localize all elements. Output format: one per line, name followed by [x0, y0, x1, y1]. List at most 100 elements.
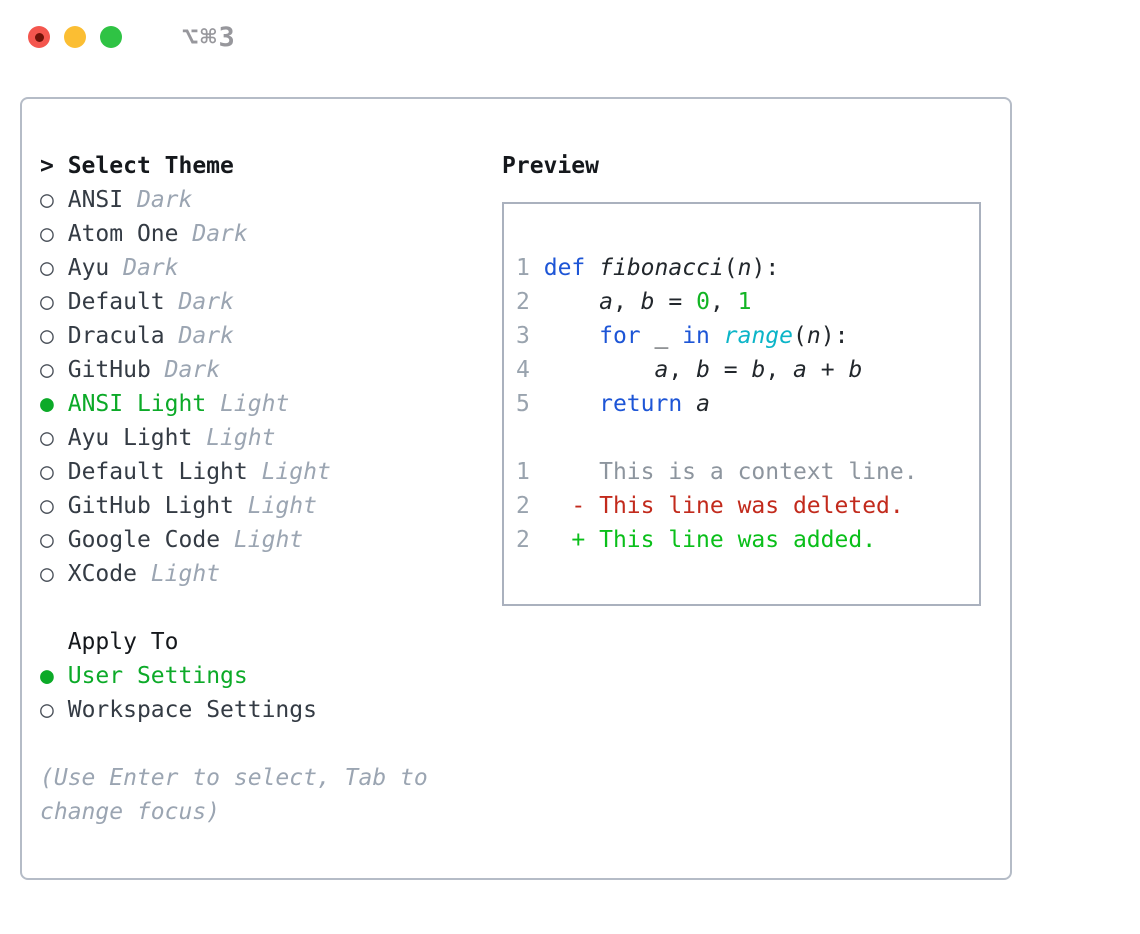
code-token: n: [806, 323, 821, 349]
code-line-1: 1 def fibonacci(n):: [516, 251, 979, 285]
preview-header: Preview: [502, 153, 599, 179]
code-token: return: [599, 391, 683, 417]
theme-name: ANSI: [67, 187, 124, 213]
theme-name: Ayu: [67, 255, 110, 281]
radio-icon: ○: [40, 323, 54, 349]
theme-option-google-code[interactable]: ○ Google Code Light: [40, 523, 482, 557]
radio-selected-icon: ●: [40, 391, 54, 417]
radio-icon: ○: [40, 187, 54, 213]
radio-icon: ○: [40, 425, 54, 451]
theme-variant-badge: Light: [206, 425, 276, 451]
code-token: [544, 391, 599, 417]
theme-name: Dracula: [67, 323, 165, 349]
minimize-button[interactable]: [64, 26, 86, 48]
code-token: fibonacci: [599, 255, 724, 281]
apply-option-workspace-settings[interactable]: ○ Workspace Settings: [40, 693, 482, 727]
radio-icon: ○: [40, 289, 54, 315]
code-token: range: [723, 323, 794, 349]
code-line-3: 3 for _ in range(n):: [516, 319, 979, 353]
code-token: [544, 323, 599, 349]
theme-option-github-light[interactable]: ○ GitHub Light Light: [40, 489, 482, 523]
radio-icon: ○: [40, 255, 54, 281]
code-token: (: [723, 255, 738, 281]
theme-list: ○ ANSI Dark○ Atom One Dark○ Ayu Dark○ De…: [40, 183, 482, 591]
code-token: 1: [737, 289, 752, 315]
select-theme-title: Select Theme: [67, 153, 234, 179]
code-token: ,: [612, 289, 641, 315]
radio-icon: ○: [40, 527, 54, 553]
line-number: 2: [516, 527, 530, 553]
theme-name: GitHub: [67, 357, 151, 383]
code-token: b: [848, 357, 863, 383]
code-token: =: [709, 357, 752, 383]
theme-option-atom-one[interactable]: ○ Atom One Dark: [40, 217, 482, 251]
code-token: ):: [751, 255, 780, 281]
line-number: 2: [516, 493, 530, 519]
line-number: 4: [516, 357, 530, 383]
close-dot-icon: [34, 32, 44, 42]
select-theme-header: > Select Theme: [40, 149, 482, 183]
line-number: 1: [516, 255, 530, 281]
theme-variant-badge: Light: [233, 527, 304, 553]
radio-selected-icon: ●: [40, 663, 54, 689]
code-token: 0: [696, 289, 710, 315]
code-token: in: [682, 323, 710, 349]
theme-name: Default: [67, 289, 165, 315]
line-number: 1: [516, 459, 530, 485]
code-line-4: 4 a, b = b, a + b: [516, 353, 979, 387]
apply-to-header: Apply To: [67, 629, 179, 655]
titlebar: ⌥⌘3: [0, 0, 1140, 74]
apply-option-user-settings[interactable]: ● User Settings: [40, 659, 482, 693]
theme-variant-badge: Dark: [136, 187, 193, 213]
code-token: [585, 255, 599, 281]
theme-variant-badge: Light: [261, 459, 331, 485]
theme-option-xcode[interactable]: ○ XCode Light: [40, 557, 482, 591]
apply-to-list: ● User Settings○ Workspace Settings: [40, 659, 482, 727]
theme-name: Google Code: [67, 527, 221, 553]
prompt-icon: >: [40, 153, 68, 179]
code-token: ,: [668, 357, 697, 383]
theme-variant-badge: Dark: [178, 289, 234, 315]
spacer: [40, 591, 482, 625]
hint-text: (Use Enter to select, Tab to change focu…: [40, 765, 428, 825]
code-token: [682, 391, 696, 417]
theme-panel: > Select Theme ○ ANSI Dark○ Atom One Dar…: [40, 149, 482, 878]
theme-option-dracula[interactable]: ○ Dracula Dark: [40, 319, 482, 353]
code-token: a: [599, 289, 613, 315]
code-token: def: [543, 255, 586, 281]
theme-option-default-light[interactable]: ○ Default Light Light: [40, 455, 482, 489]
code-token: [544, 289, 599, 315]
theme-option-github[interactable]: ○ GitHub Dark: [40, 353, 482, 387]
code-token: b: [640, 289, 655, 315]
theme-variant-badge: Light: [150, 561, 221, 587]
zoom-button[interactable]: [100, 26, 122, 48]
theme-variant-badge: Dark: [164, 357, 221, 383]
code-token: [710, 323, 724, 349]
close-button[interactable]: [28, 26, 50, 48]
radio-icon: ○: [40, 697, 54, 723]
code-token: =: [654, 289, 697, 315]
code-token: +: [806, 357, 849, 383]
radio-icon: ○: [40, 357, 54, 383]
theme-option-ayu-light[interactable]: ○ Ayu Light Light: [40, 421, 482, 455]
theme-option-default[interactable]: ○ Default Dark: [40, 285, 482, 319]
diff-line-added: 2 + This line was added.: [516, 523, 979, 557]
theme-dialog: > Select Theme ○ ANSI Dark○ Atom One Dar…: [20, 97, 1012, 880]
theme-name: Default Light: [67, 459, 248, 485]
apply-option-label: User Settings: [67, 663, 248, 689]
code-token: a: [654, 357, 669, 383]
theme-option-ayu[interactable]: ○ Ayu Dark: [40, 251, 482, 285]
diff-line-context: 1 This is a context line.: [516, 455, 979, 489]
code-line-5: 5 return a: [516, 387, 979, 421]
blank-line: [516, 421, 979, 455]
theme-option-ansi[interactable]: ○ ANSI Dark: [40, 183, 482, 217]
window-title: ⌥⌘3: [182, 21, 237, 53]
diff-text: This is a context line.: [571, 459, 918, 485]
theme-option-ansi-light[interactable]: ● ANSI Light Light: [40, 387, 482, 421]
diff-text: + This line was added.: [571, 527, 877, 553]
code-token: [544, 357, 655, 383]
line-number: 2: [516, 289, 530, 315]
